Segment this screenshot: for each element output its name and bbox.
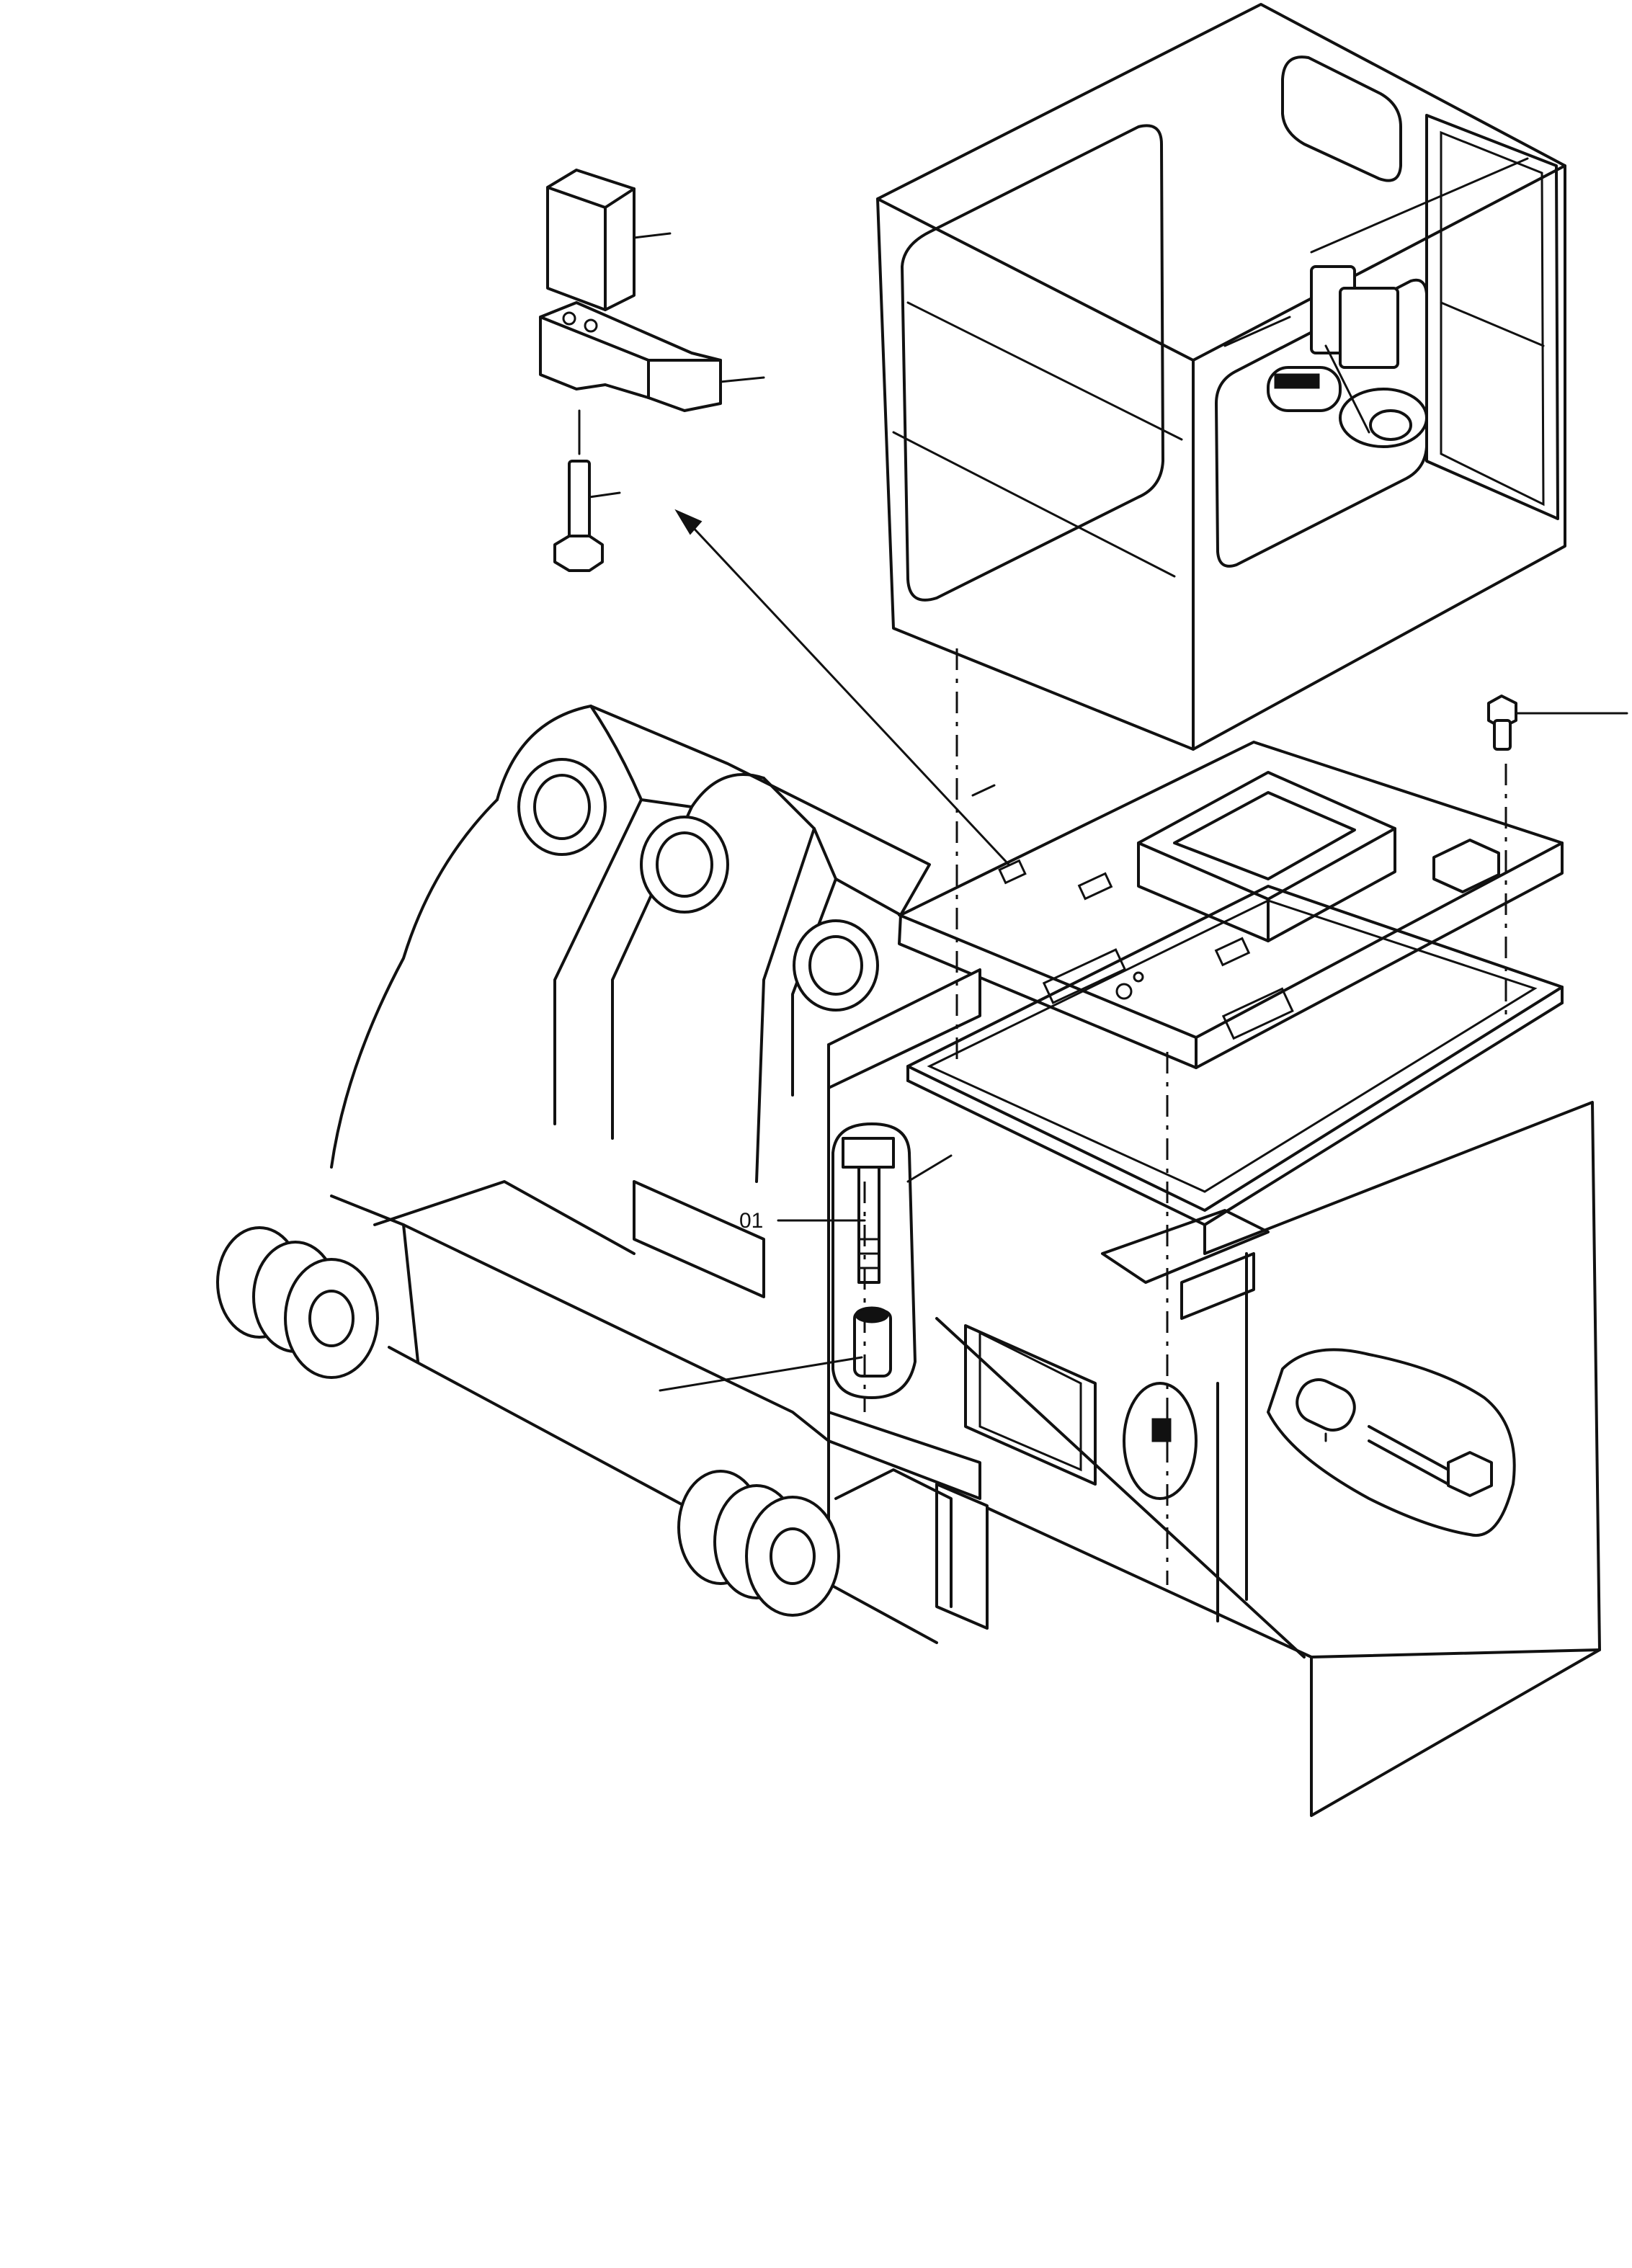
detail-reference-arrow bbox=[674, 509, 1010, 866]
operator-cab bbox=[876, 3, 1566, 751]
detail-inset-oval bbox=[1267, 1348, 1516, 1537]
callout-label-01: 01 bbox=[739, 1209, 763, 1233]
loader-frame bbox=[216, 705, 953, 1644]
leader-lines bbox=[659, 784, 1327, 1442]
detail-parts-group bbox=[539, 169, 765, 572]
cab-bolt bbox=[1487, 695, 1628, 751]
base-box bbox=[827, 968, 1601, 1817]
cab-mounting-frame bbox=[906, 885, 1564, 1226]
assembly-centerlines bbox=[863, 648, 1507, 1585]
